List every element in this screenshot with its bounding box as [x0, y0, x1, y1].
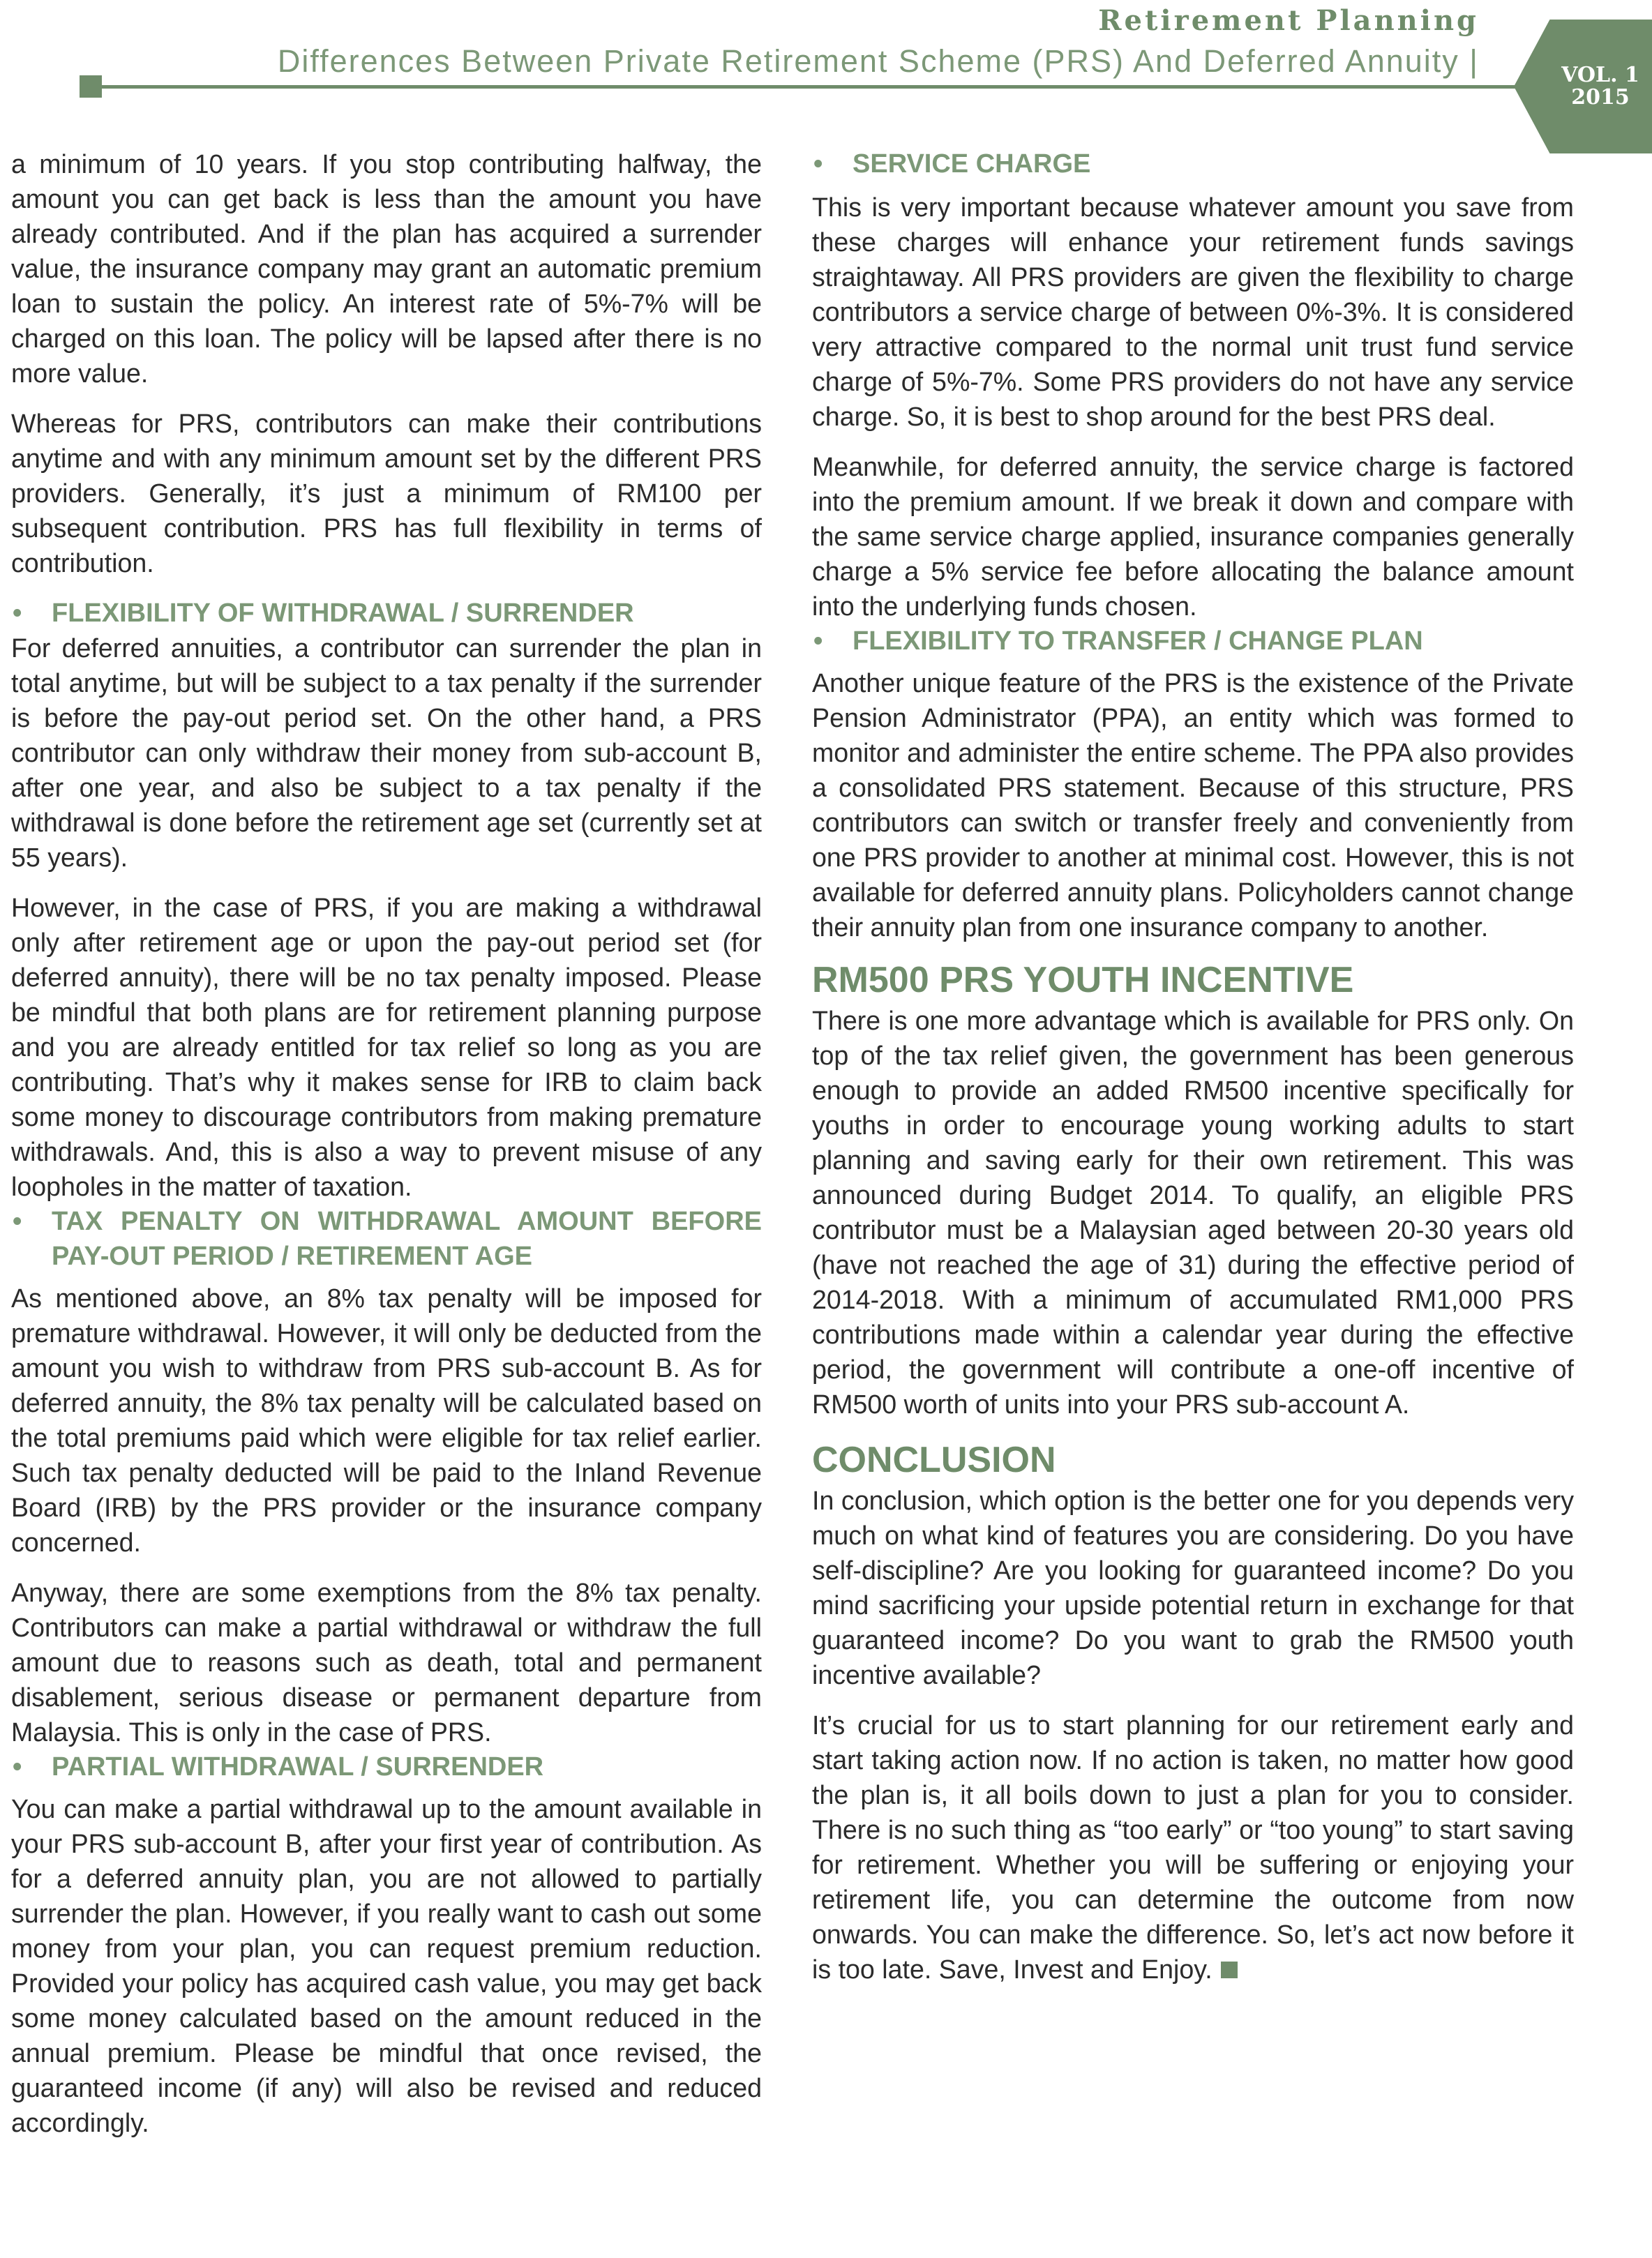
subheading-tax-penalty: • TAX PENALTY ON WITHDRAWAL AMOUNT BEFOR… — [11, 1204, 762, 1274]
paragraph: In conclusion, which option is the bette… — [812, 1486, 1574, 1689]
bullet-icon: • — [13, 1752, 22, 1782]
paragraph: Anyway, there are some exemptions from t… — [11, 1578, 762, 1747]
paragraph: For deferred annuities, a contributor ca… — [11, 633, 762, 872]
volume-number: VOL. 1 — [1561, 63, 1639, 87]
subheading-withdrawal-flexibility: • FLEXIBILITY OF WITHDRAWAL / SURRENDER — [11, 596, 762, 631]
paragraph-text: It’s crucial for us to start planning fo… — [812, 1710, 1574, 1984]
header-divider — [99, 85, 1522, 89]
paragraph: As mentioned above, an 8% tax penalty wi… — [11, 1284, 762, 1557]
section-kicker: Retirement Planning — [1098, 4, 1479, 37]
subheading-partial-withdrawal: • PARTIAL WITHDRAWAL / SURRENDER — [11, 1749, 762, 1784]
volume-label: VOL. 1 2015 — [1549, 64, 1652, 109]
paragraph: However, in the case of PRS, if you are … — [11, 893, 762, 1201]
paragraph-final: It’s crucial for us to start planning fo… — [812, 1708, 1574, 1987]
paragraph: There is one more advantage which is ava… — [812, 1006, 1574, 1419]
bullet-icon: • — [13, 1207, 22, 1236]
volume-year: 2015 — [1571, 85, 1630, 110]
subheading-text: FLEXIBILITY OF WITHDRAWAL / SURRENDER — [52, 599, 634, 628]
paragraph: a minimum of 10 years. If you stop contr… — [11, 149, 762, 388]
subheading-text: FLEXIBILITY TO TRANSFER / CHANGE PLAN — [853, 626, 1423, 656]
paragraph: Another unique feature of the PRS is the… — [812, 668, 1574, 942]
subheading-text: PARTIAL WITHDRAWAL / SURRENDER — [52, 1752, 544, 1782]
paragraph: This is very important because whatever … — [812, 193, 1574, 431]
bullet-icon: • — [813, 626, 823, 656]
subheading-text: TAX PENALTY ON WITHDRAWAL AMOUNT BEFORE … — [52, 1207, 762, 1271]
header-square-marker — [80, 75, 102, 98]
left-column: a minimum of 10 years. If you stop contr… — [11, 146, 762, 2155]
end-of-article-square — [1220, 1962, 1238, 1978]
heading-youth-incentive: RM500 PRS YOUTH INCENTIVE — [812, 960, 1354, 1000]
bullet-icon: • — [813, 149, 823, 179]
page-title: Differences Between Private Retirement S… — [277, 43, 1479, 79]
subheading-text: SERVICE CHARGE — [853, 149, 1091, 179]
heading-conclusion: CONCLUSION — [812, 1440, 1056, 1480]
subheading-transfer-plan: • FLEXIBILITY TO TRANSFER / CHANGE PLAN — [812, 624, 1574, 658]
paragraph: Meanwhile, for deferred annuity, the ser… — [812, 452, 1574, 621]
paragraph: Whereas for PRS, contributors can make t… — [11, 409, 762, 578]
right-column: • SERVICE CHARGE This is very important … — [812, 146, 1574, 2002]
bullet-icon: • — [13, 599, 22, 628]
subheading-service-charge: • SERVICE CHARGE — [812, 146, 1574, 181]
paragraph: You can make a partial withdrawal up to … — [11, 1794, 762, 2137]
